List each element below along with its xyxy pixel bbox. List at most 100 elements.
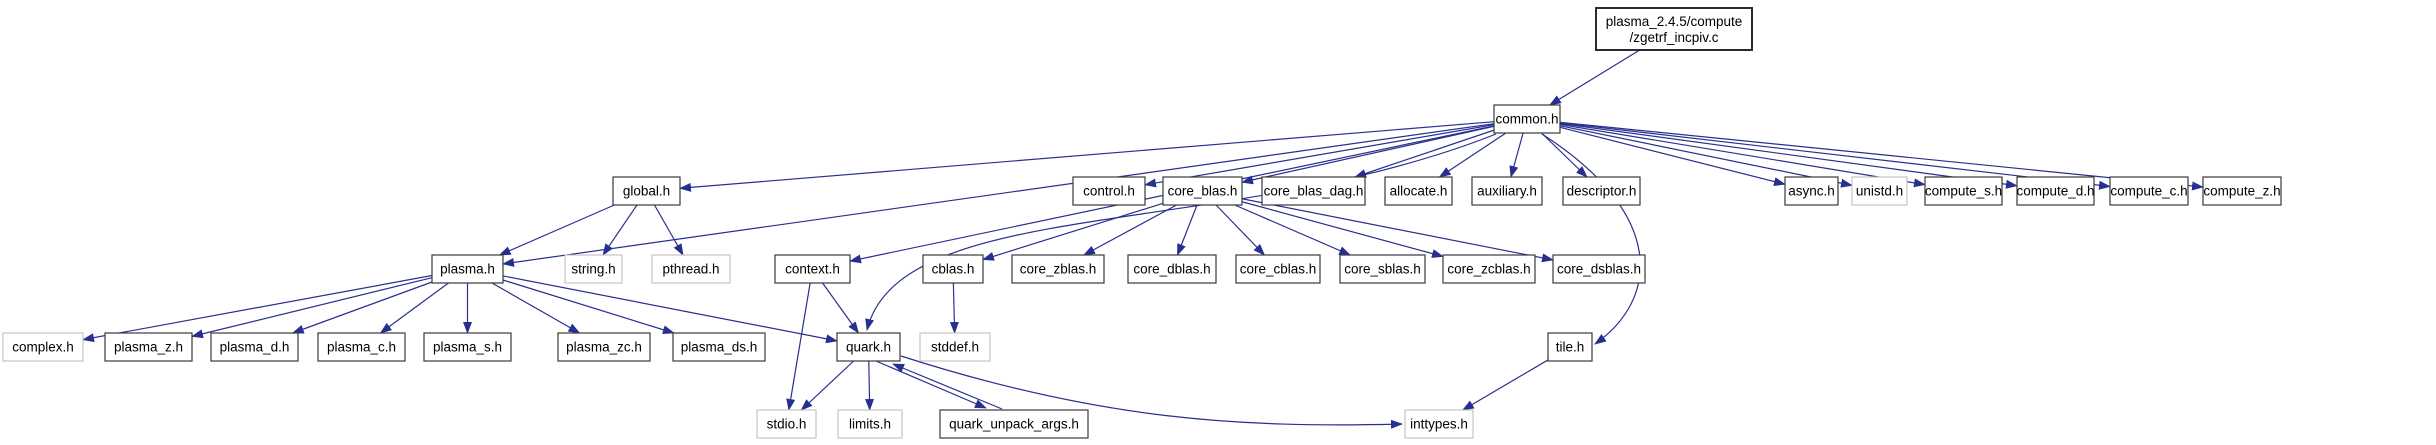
edge-common_h-to-global_h xyxy=(679,121,1495,192)
node-core-sblas-h[interactable]: core_sblas.h xyxy=(1339,254,1426,284)
node-string-h: string.h xyxy=(564,254,623,284)
node-label: common.h xyxy=(1495,112,1558,127)
node-label: auxiliary.h xyxy=(1477,184,1537,199)
edge-common_h-to-tile_h xyxy=(1541,133,1641,345)
edge-quark_h-to-limits_h xyxy=(865,360,875,411)
node-complex-h: complex.h xyxy=(2,332,84,362)
node-context-h[interactable]: context.h xyxy=(774,254,851,284)
edge-tile_h-to-inttypes_h xyxy=(1461,359,1549,411)
node-label: descriptor.h xyxy=(1567,184,1637,199)
edge-common_h-to-quark_h xyxy=(865,133,1497,331)
node-label: plasma_2.4.5/compute/zgetrf_incpiv.c xyxy=(1606,14,1743,45)
node-core-dblas-h[interactable]: core_dblas.h xyxy=(1127,254,1217,284)
node-plasma-zc-h[interactable]: plasma_zc.h xyxy=(557,332,651,362)
node-auxiliary-h[interactable]: auxiliary.h xyxy=(1471,176,1543,206)
node-label: inttypes.h xyxy=(1410,417,1468,432)
edge-plasma_h-to-plasma_d_h xyxy=(291,281,433,334)
node-core-blas-h[interactable]: core_blas.h xyxy=(1162,176,1243,206)
node-label: plasma_ds.h xyxy=(681,340,758,355)
edge-common_h-to-control_h xyxy=(1144,124,1495,188)
node-plasma-ds-h[interactable]: plasma_ds.h xyxy=(672,332,766,362)
edge-core_blas_h-to-cblas_h xyxy=(982,202,1164,261)
node-async-h[interactable]: async.h xyxy=(1784,176,1839,206)
edge-core_blas_h-to-core_sblas_h xyxy=(1234,204,1352,256)
edge-context_h-to-quark_h xyxy=(822,282,860,334)
node-pthread-h: pthread.h xyxy=(651,254,731,284)
node-label: plasma_zc.h xyxy=(566,340,642,355)
node-core-zblas-h[interactable]: core_zblas.h xyxy=(1011,254,1105,284)
node-descriptor-h[interactable]: descriptor.h xyxy=(1562,176,1641,206)
node-global-h[interactable]: global.h xyxy=(612,176,681,206)
node-core-blas-dag-h[interactable]: core_blas_dag.h xyxy=(1261,176,1366,206)
node-core-dsblas-h[interactable]: core_dsblas.h xyxy=(1552,254,1646,284)
node-core-cblas-h[interactable]: core_cblas.h xyxy=(1235,254,1321,284)
node-tile-h[interactable]: tile.h xyxy=(1547,332,1593,362)
node-label: async.h xyxy=(1788,184,1835,199)
node-label: plasma_c.h xyxy=(327,340,396,355)
node-label: global.h xyxy=(623,184,670,199)
node-label: plasma.h xyxy=(440,262,495,277)
node-label: pthread.h xyxy=(662,262,719,277)
node-label: compute_z.h xyxy=(2203,184,2280,199)
node-compute-c-h[interactable]: compute_c.h xyxy=(2109,176,2189,206)
edge-core_blas_h-to-core_cblas_h xyxy=(1215,204,1266,256)
edge-quark_unpack_args_h-to-quark_h xyxy=(892,363,1003,410)
edge-common_h-to-compute_z_h xyxy=(1559,121,2204,191)
node-common-h[interactable]: common.h xyxy=(1493,104,1561,134)
node-label: core_zblas.h xyxy=(1020,262,1097,277)
node-unistd-h: unistd.h xyxy=(1851,176,1908,206)
node-label: control.h xyxy=(1083,184,1135,199)
node-inttypes-h: inttypes.h xyxy=(1404,409,1474,439)
edge-quark_h-to-stdio_h xyxy=(800,360,855,411)
node-label: plasma_z.h xyxy=(114,340,183,355)
edge-global_h-to-plasma_h xyxy=(498,204,615,256)
node-quark-h[interactable]: quark.h xyxy=(836,332,901,362)
node-plasma-h[interactable]: plasma.h xyxy=(431,254,504,284)
node-label: plasma_s.h xyxy=(433,340,502,355)
edge-common_h-to-plasma_h xyxy=(502,123,1495,267)
node-label: unistd.h xyxy=(1856,184,1903,199)
node-label: stddef.h xyxy=(931,340,979,355)
node-zgetrf-incpiv: plasma_2.4.5/compute/zgetrf_incpiv.c xyxy=(1595,7,1753,51)
node-stddef-h: stddef.h xyxy=(919,332,991,362)
node-label: compute_d.h xyxy=(2016,184,2094,199)
edge-plasma_h-to-plasma_z_h xyxy=(191,277,433,339)
node-core-zcblas-h[interactable]: core_zcblas.h xyxy=(1442,254,1536,284)
node-label: tile.h xyxy=(1556,340,1585,355)
node-label: complex.h xyxy=(12,340,74,355)
edge-common_h-to-unistd_h xyxy=(1559,125,1853,188)
node-label: core_cblas.h xyxy=(1240,262,1317,277)
node-plasma-d-h[interactable]: plasma_d.h xyxy=(210,332,299,362)
edge-core_blas_h-to-core_zcblas_h xyxy=(1241,201,1444,258)
node-label: core_zcblas.h xyxy=(1447,262,1530,277)
edge-core_blas_h-to-core_dblas_h xyxy=(1176,204,1198,256)
edge-plasma_h-to-plasma_ds_h xyxy=(502,279,675,335)
node-control-h[interactable]: control.h xyxy=(1072,176,1146,206)
edge-context_h-to-stdio_h xyxy=(786,282,811,411)
node-label: core_blas_dag.h xyxy=(1264,184,1364,199)
node-label: compute_s.h xyxy=(1925,184,2002,199)
edge-common_h-to-descriptor_h xyxy=(1541,132,1588,178)
node-compute-z-h[interactable]: compute_z.h xyxy=(2202,176,2282,206)
edge-plasma_h-to-quark_h xyxy=(502,275,838,344)
node-label: quark_unpack_args.h xyxy=(949,417,1079,432)
edge-common_h-to-async_h xyxy=(1559,126,1786,186)
node-allocate-h[interactable]: allocate.h xyxy=(1384,176,1453,206)
node-plasma-c-h[interactable]: plasma_c.h xyxy=(317,332,406,362)
node-quark-unpack-args-h[interactable]: quark_unpack_args.h xyxy=(939,409,1089,439)
node-compute-s-h[interactable]: compute_s.h xyxy=(1924,176,2003,206)
edge-plasma_h-to-complex_h xyxy=(82,274,433,343)
node-compute-d-h[interactable]: compute_d.h xyxy=(2016,176,2095,206)
edge-zgetrf_incpiv-to-common_h xyxy=(1549,49,1641,106)
node-label: core_dsblas.h xyxy=(1557,262,1641,277)
node-label: allocate.h xyxy=(1390,184,1448,199)
edge-common_h-to-core_blas_h xyxy=(1241,125,1495,185)
node-plasma-s-h[interactable]: plasma_s.h xyxy=(423,332,512,362)
node-cblas-h[interactable]: cblas.h xyxy=(922,254,984,284)
node-stdio-h: stdio.h xyxy=(756,409,817,439)
node-plasma-z-h[interactable]: plasma_z.h xyxy=(104,332,193,362)
node-label: core_dblas.h xyxy=(1133,262,1210,277)
node-limits-h: limits.h xyxy=(837,409,903,439)
